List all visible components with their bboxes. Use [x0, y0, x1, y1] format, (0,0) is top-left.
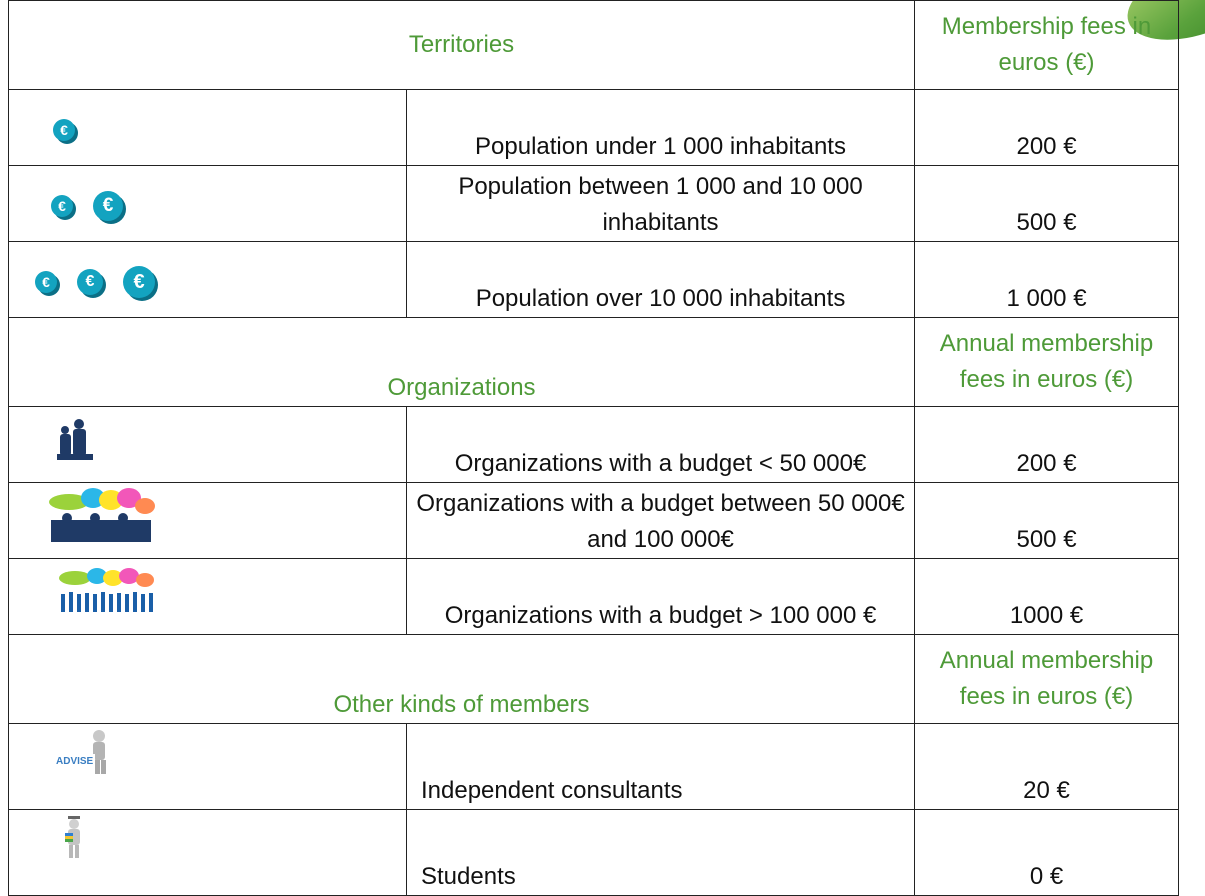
icon-cell: € € [8, 165, 407, 242]
table-row: € € Population between 1 000 and 10 000 … [8, 165, 1180, 242]
row-label: Organizations with a budget > 100 000 € [405, 558, 916, 635]
row-fee: 0 € [914, 809, 1180, 896]
table-row: Students 0 € [8, 809, 1180, 896]
row-label: Organizations with a budget < 50 000€ [405, 406, 916, 483]
row-label: Population under 1 000 inhabitants [405, 89, 916, 166]
icon-cell: € € € [8, 241, 407, 318]
advise-figure-icon: ADVISE [55, 728, 117, 789]
people-silhouette-icon [55, 416, 95, 473]
row-label: Organizations with a budget between 50 0… [405, 482, 916, 559]
svg-text:ADVISE: ADVISE [56, 756, 94, 767]
row-label: Population over 10 000 inhabitants [405, 241, 916, 318]
row-fee: 20 € [914, 723, 1180, 810]
organizations-fee-header: Annual membership fees in euros (€) [914, 317, 1180, 407]
membership-fees-table: Territories Membership fees in euros (€)… [7, 0, 1180, 896]
row-fee: 500 € [914, 482, 1180, 559]
row-fee: 1000 € [914, 558, 1180, 635]
other-fee-header: Annual membership fees in euros (€) [914, 634, 1180, 724]
crowd-speech-bubbles-icon [57, 568, 169, 625]
organizations-header-row: Organizations Annual membership fees in … [7, 317, 1180, 407]
two-euro-coins-icon: € € [17, 190, 123, 221]
icon-cell [8, 406, 407, 483]
territories-header: Territories [7, 0, 916, 90]
row-label: Population between 1 000 and 10 000 inha… [405, 165, 916, 242]
other-header: Other kinds of members [7, 634, 916, 724]
table-row: Organizations with a budget > 100 000 € … [8, 558, 1180, 635]
table-row: € € € Population over 10 000 inhabitants… [8, 241, 1180, 318]
icon-cell [8, 482, 407, 559]
territories-header-row: Territories Membership fees in euros (€) [7, 0, 1180, 90]
table-row: ADVISE Independent consultants 20 € [8, 723, 1180, 810]
euro-coin-icon: € [17, 118, 75, 141]
row-fee: 1 000 € [914, 241, 1180, 318]
table-row: € Population under 1 000 inhabitants 200… [8, 89, 1180, 166]
row-fee: 200 € [914, 406, 1180, 483]
student-figure-icon [61, 814, 89, 871]
table-row: Organizations with a budget < 50 000€ 20… [8, 406, 1180, 483]
icon-cell: € [8, 89, 407, 166]
row-label: Students [405, 809, 916, 896]
territories-fee-header: Membership fees in euros (€) [914, 0, 1180, 90]
icon-cell [8, 809, 407, 896]
row-fee: 200 € [914, 89, 1180, 166]
organizations-header: Organizations [7, 317, 916, 407]
icon-cell: ADVISE [8, 723, 407, 810]
three-euro-coins-icon: € € € [17, 265, 155, 298]
other-header-row: Other kinds of members Annual membership… [7, 634, 1180, 724]
row-fee: 500 € [914, 165, 1180, 242]
meeting-speech-bubbles-icon [47, 486, 165, 555]
table-row: Organizations with a budget between 50 0… [8, 482, 1180, 559]
row-label: Independent consultants [405, 723, 916, 810]
icon-cell [8, 558, 407, 635]
